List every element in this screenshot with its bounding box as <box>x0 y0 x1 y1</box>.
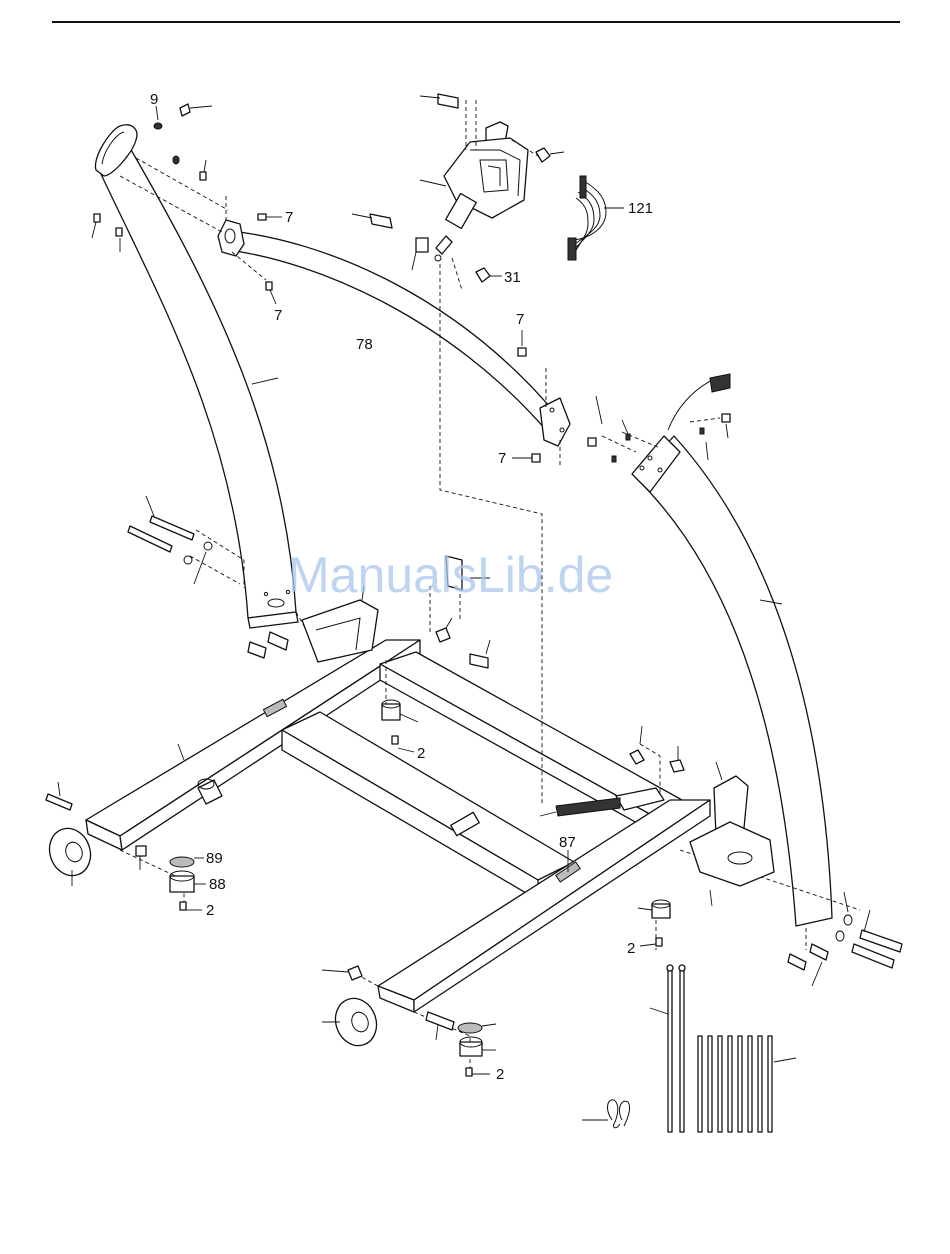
callout-87: 87 <box>559 834 576 851</box>
watermark: ManualsLib.de <box>288 547 613 603</box>
wire-harness-121 <box>568 176 624 260</box>
callout-121: 121 <box>628 200 653 217</box>
callout-7-left: 7 <box>274 307 282 324</box>
callout-89: 89 <box>206 850 223 867</box>
console-mast <box>420 122 528 261</box>
cable-ties <box>582 965 796 1132</box>
callout-9: 9 <box>150 91 158 108</box>
callout-2-front: 2 <box>496 1066 504 1083</box>
callout-2-left: 2 <box>206 902 214 919</box>
callout-78: 78 <box>356 336 373 353</box>
left-upright <box>95 125 298 628</box>
callout-7-right: 7 <box>516 311 524 328</box>
base-frame <box>86 640 710 1012</box>
crossbar-78 <box>218 220 570 446</box>
callout-7-upper: 7 <box>285 209 293 226</box>
callout-88: 88 <box>209 876 226 893</box>
callout-2-center: 2 <box>417 745 425 762</box>
callout-2-right: 2 <box>627 940 635 957</box>
callout-7-lower: 7 <box>498 450 506 467</box>
callout-31: 31 <box>504 269 521 286</box>
